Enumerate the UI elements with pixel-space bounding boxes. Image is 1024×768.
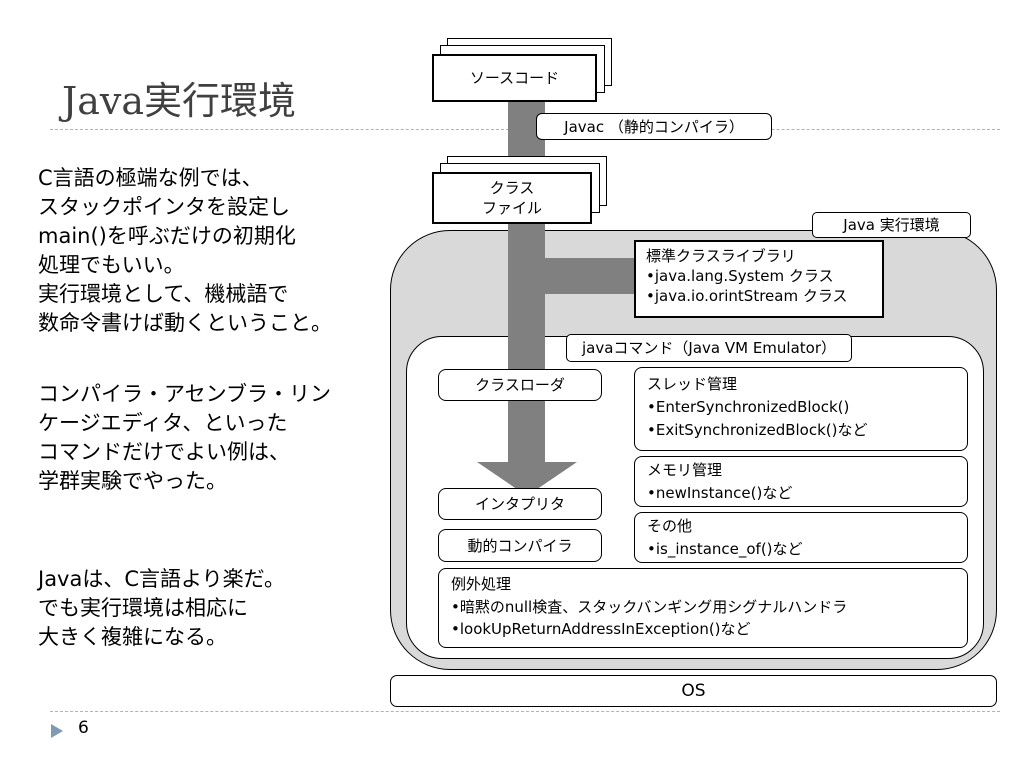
other-title: その他 [647,517,693,535]
javac-label: Javac （静的コンパイラ） [536,113,772,140]
arrow-head [477,462,577,496]
left-paragraph-3: Javaは、C言語より楽だ。 でも実行環境は相応に 大きく複雑になる。 [38,567,285,649]
os-box: OS [390,675,997,707]
exception-item: •暗黙のnull検査、スタックバンギング用シグナルハンドラ [451,598,848,616]
exception-item: •lookUpReturnAddressInException()など [451,620,751,638]
memory-title: メモリ管理 [647,461,723,479]
library-item: •java.lang.System クラス [646,267,834,285]
exception-handling-box: 例外処理 •暗黙のnull検査、スタックバンギング用シグナルハンドラ •look… [438,568,968,648]
dynamic-compiler-box: 動的コンパイラ [438,529,602,562]
other-item: •is_instance_of()など [647,540,803,558]
memory-item: •newInstance()など [647,484,793,502]
exception-title: 例外処理 [451,575,512,593]
class-loader-box: クラスローダ [438,369,602,401]
other-box: その他 •is_instance_of()など [634,512,968,563]
left-paragraph-2: コンパイラ・アセンブラ・リン ケージエディタ、といった コマンドだけでよい例は、… [38,382,331,493]
slide-title: Java実行環境 [62,79,297,123]
library-connector [545,258,635,294]
memory-management-box: メモリ管理 •newInstance()など [634,456,968,507]
java-runtime-label: Java 実行環境 [812,212,971,238]
thread-management-box: スレッド管理 •EnterSynchronizedBlock() •ExitSy… [634,367,968,451]
library-title: 標準クラスライブラリ [646,247,796,265]
arrow-shaft-main [508,222,545,464]
class-file-box: クラス ファイル [432,172,592,224]
interpreter-box: インタプリタ [438,488,602,520]
footer-divider [50,711,1000,712]
java-command-label: javaコマンド（Java VM Emulator） [566,334,852,362]
source-code-box: ソースコード [432,54,597,102]
thread-item: •EnterSynchronizedBlock() [647,398,850,416]
thread-title: スレッド管理 [647,375,738,393]
thread-item: •ExitSynchronizedBlock()など [647,421,868,439]
page-number: 6 [78,718,89,738]
page-marker-icon [51,724,63,738]
library-item: •java.io.orintStream クラス [646,287,848,305]
left-paragraph-1: C言語の極端な例では、 スタックポインタを設定し main()を呼ぶだけの初期化… [38,166,332,335]
standard-class-library: 標準クラスライブラリ •java.lang.System クラス •java.i… [634,240,884,318]
